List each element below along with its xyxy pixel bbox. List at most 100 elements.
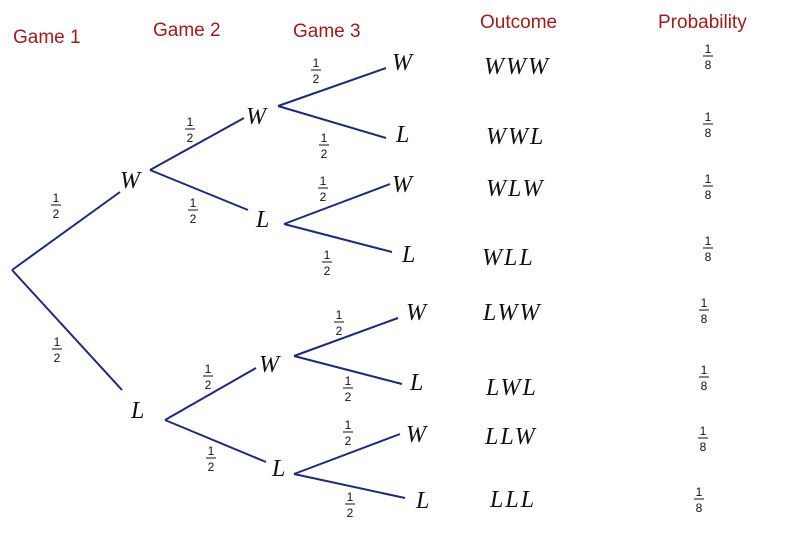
branch-line-3 — [149, 117, 245, 171]
outcome-7: LLW — [484, 424, 537, 450]
branch-prob-10: 12 — [322, 248, 332, 278]
probability-5-numerator: 1 — [701, 296, 708, 310]
branch-prob-8: 12 — [319, 131, 329, 161]
outcome-8: LLL — [489, 487, 536, 513]
branch-prob-8-denominator: 2 — [321, 147, 328, 161]
branch-prob-8-numerator: 1 — [321, 131, 328, 145]
probability-8-numerator: 1 — [696, 485, 703, 499]
branch-line-7 — [277, 67, 387, 107]
branch-line-13 — [293, 433, 401, 475]
probability-7: 18 — [698, 424, 708, 454]
branch-prob-1-numerator: 1 — [53, 191, 60, 205]
branch-prob-3-numerator: 1 — [187, 115, 194, 129]
branch-prob-12: 12 — [343, 374, 353, 404]
branch-prob-2-denominator: 2 — [54, 351, 61, 365]
probability-8: 18 — [694, 485, 704, 515]
probability-1: 18 — [703, 42, 713, 72]
branch-line-10 — [283, 223, 393, 253]
branch-line-2 — [11, 269, 123, 391]
game3-node-3: W — [259, 352, 281, 378]
branch-line-14 — [293, 473, 406, 499]
outcome-2: WWL — [486, 124, 545, 150]
header-game-3: Game 3 — [293, 21, 361, 42]
game2-node-2: L — [130, 398, 144, 424]
probability-3: 18 — [703, 172, 713, 202]
branch-prob-7-denominator: 2 — [313, 72, 320, 86]
branch-prob-3-denominator: 2 — [187, 131, 194, 145]
header-game-1: Game 1 — [13, 27, 81, 48]
probability-2-numerator: 1 — [705, 110, 712, 124]
branch-prob-11: 12 — [334, 308, 344, 338]
probability-2-denominator: 8 — [705, 126, 712, 140]
branch-prob-13: 12 — [343, 418, 353, 448]
probability-4: 18 — [703, 234, 713, 264]
probability-1-denominator: 8 — [705, 58, 712, 72]
branch-line-5 — [164, 367, 257, 421]
branch-line-12 — [293, 355, 403, 385]
branch-prob-14-denominator: 2 — [347, 506, 354, 520]
game2-node-1: W — [120, 168, 142, 194]
probability-7-denominator: 8 — [700, 440, 707, 454]
branch-prob-3: 12 — [185, 115, 195, 145]
branch-prob-5-denominator: 2 — [205, 378, 212, 392]
probability-3-denominator: 8 — [705, 188, 712, 202]
branch-prob-10-denominator: 2 — [324, 264, 331, 278]
branch-prob-13-denominator: 2 — [345, 434, 352, 448]
branch-prob-5: 12 — [203, 362, 213, 392]
game3-result-7: W — [406, 422, 428, 448]
branch-prob-9: 12 — [318, 174, 328, 204]
branch-prob-6-denominator: 2 — [208, 460, 215, 474]
game3-result-5: W — [406, 300, 428, 326]
branch-line-9 — [283, 183, 391, 225]
branch-prob-1-denominator: 2 — [53, 207, 60, 221]
branch-prob-14-numerator: 1 — [347, 490, 354, 504]
branch-prob-2: 12 — [52, 335, 62, 365]
branch-line-6 — [164, 419, 267, 463]
branch-line-11 — [293, 317, 399, 357]
probability-3-numerator: 1 — [705, 172, 712, 186]
branch-prob-4-denominator: 2 — [190, 212, 197, 226]
probability-6-numerator: 1 — [701, 363, 708, 377]
probability-6: 18 — [699, 363, 709, 393]
game3-result-3: W — [392, 172, 414, 198]
outcome-4: WLL — [482, 245, 535, 271]
game3-result-8: L — [415, 488, 429, 514]
game3-node-1: W — [246, 104, 268, 130]
game3-result-2: L — [395, 122, 409, 148]
branch-prob-12-denominator: 2 — [345, 390, 352, 404]
branch-prob-4-numerator: 1 — [190, 196, 197, 210]
outcome-5: LWW — [482, 300, 541, 326]
game3-result-6: L — [409, 370, 423, 396]
game3-result-1: W — [392, 50, 414, 76]
header-game-2: Game 2 — [153, 20, 221, 41]
probability-2: 18 — [703, 110, 713, 140]
branch-line-4 — [149, 169, 249, 211]
branch-lines — [11, 67, 406, 499]
branch-prob-5-numerator: 1 — [205, 362, 212, 376]
branch-line-8 — [277, 105, 387, 139]
branch-prob-10-numerator: 1 — [324, 248, 331, 262]
probability-6-denominator: 8 — [701, 379, 708, 393]
probability-7-numerator: 1 — [700, 424, 707, 438]
game3-result-4: L — [401, 242, 415, 268]
game3-node-4: L — [271, 456, 285, 482]
header-probability: Probability — [658, 12, 747, 33]
branch-prob-2-numerator: 1 — [54, 335, 61, 349]
probability-4-numerator: 1 — [705, 234, 712, 248]
game3-node-2: L — [255, 207, 269, 233]
probability-1-numerator: 1 — [705, 42, 712, 56]
branch-prob-13-numerator: 1 — [345, 418, 352, 432]
branch-prob-7: 12 — [311, 56, 321, 86]
probability-4-denominator: 8 — [705, 250, 712, 264]
branch-prob-11-denominator: 2 — [336, 324, 343, 338]
branch-line-1 — [11, 191, 121, 271]
branch-prob-6-numerator: 1 — [208, 444, 215, 458]
branch-prob-6: 12 — [206, 444, 216, 474]
branch-prob-7-numerator: 1 — [313, 56, 320, 70]
outcome-3: WLW — [486, 176, 544, 202]
outcome-6: LWL — [485, 375, 538, 401]
